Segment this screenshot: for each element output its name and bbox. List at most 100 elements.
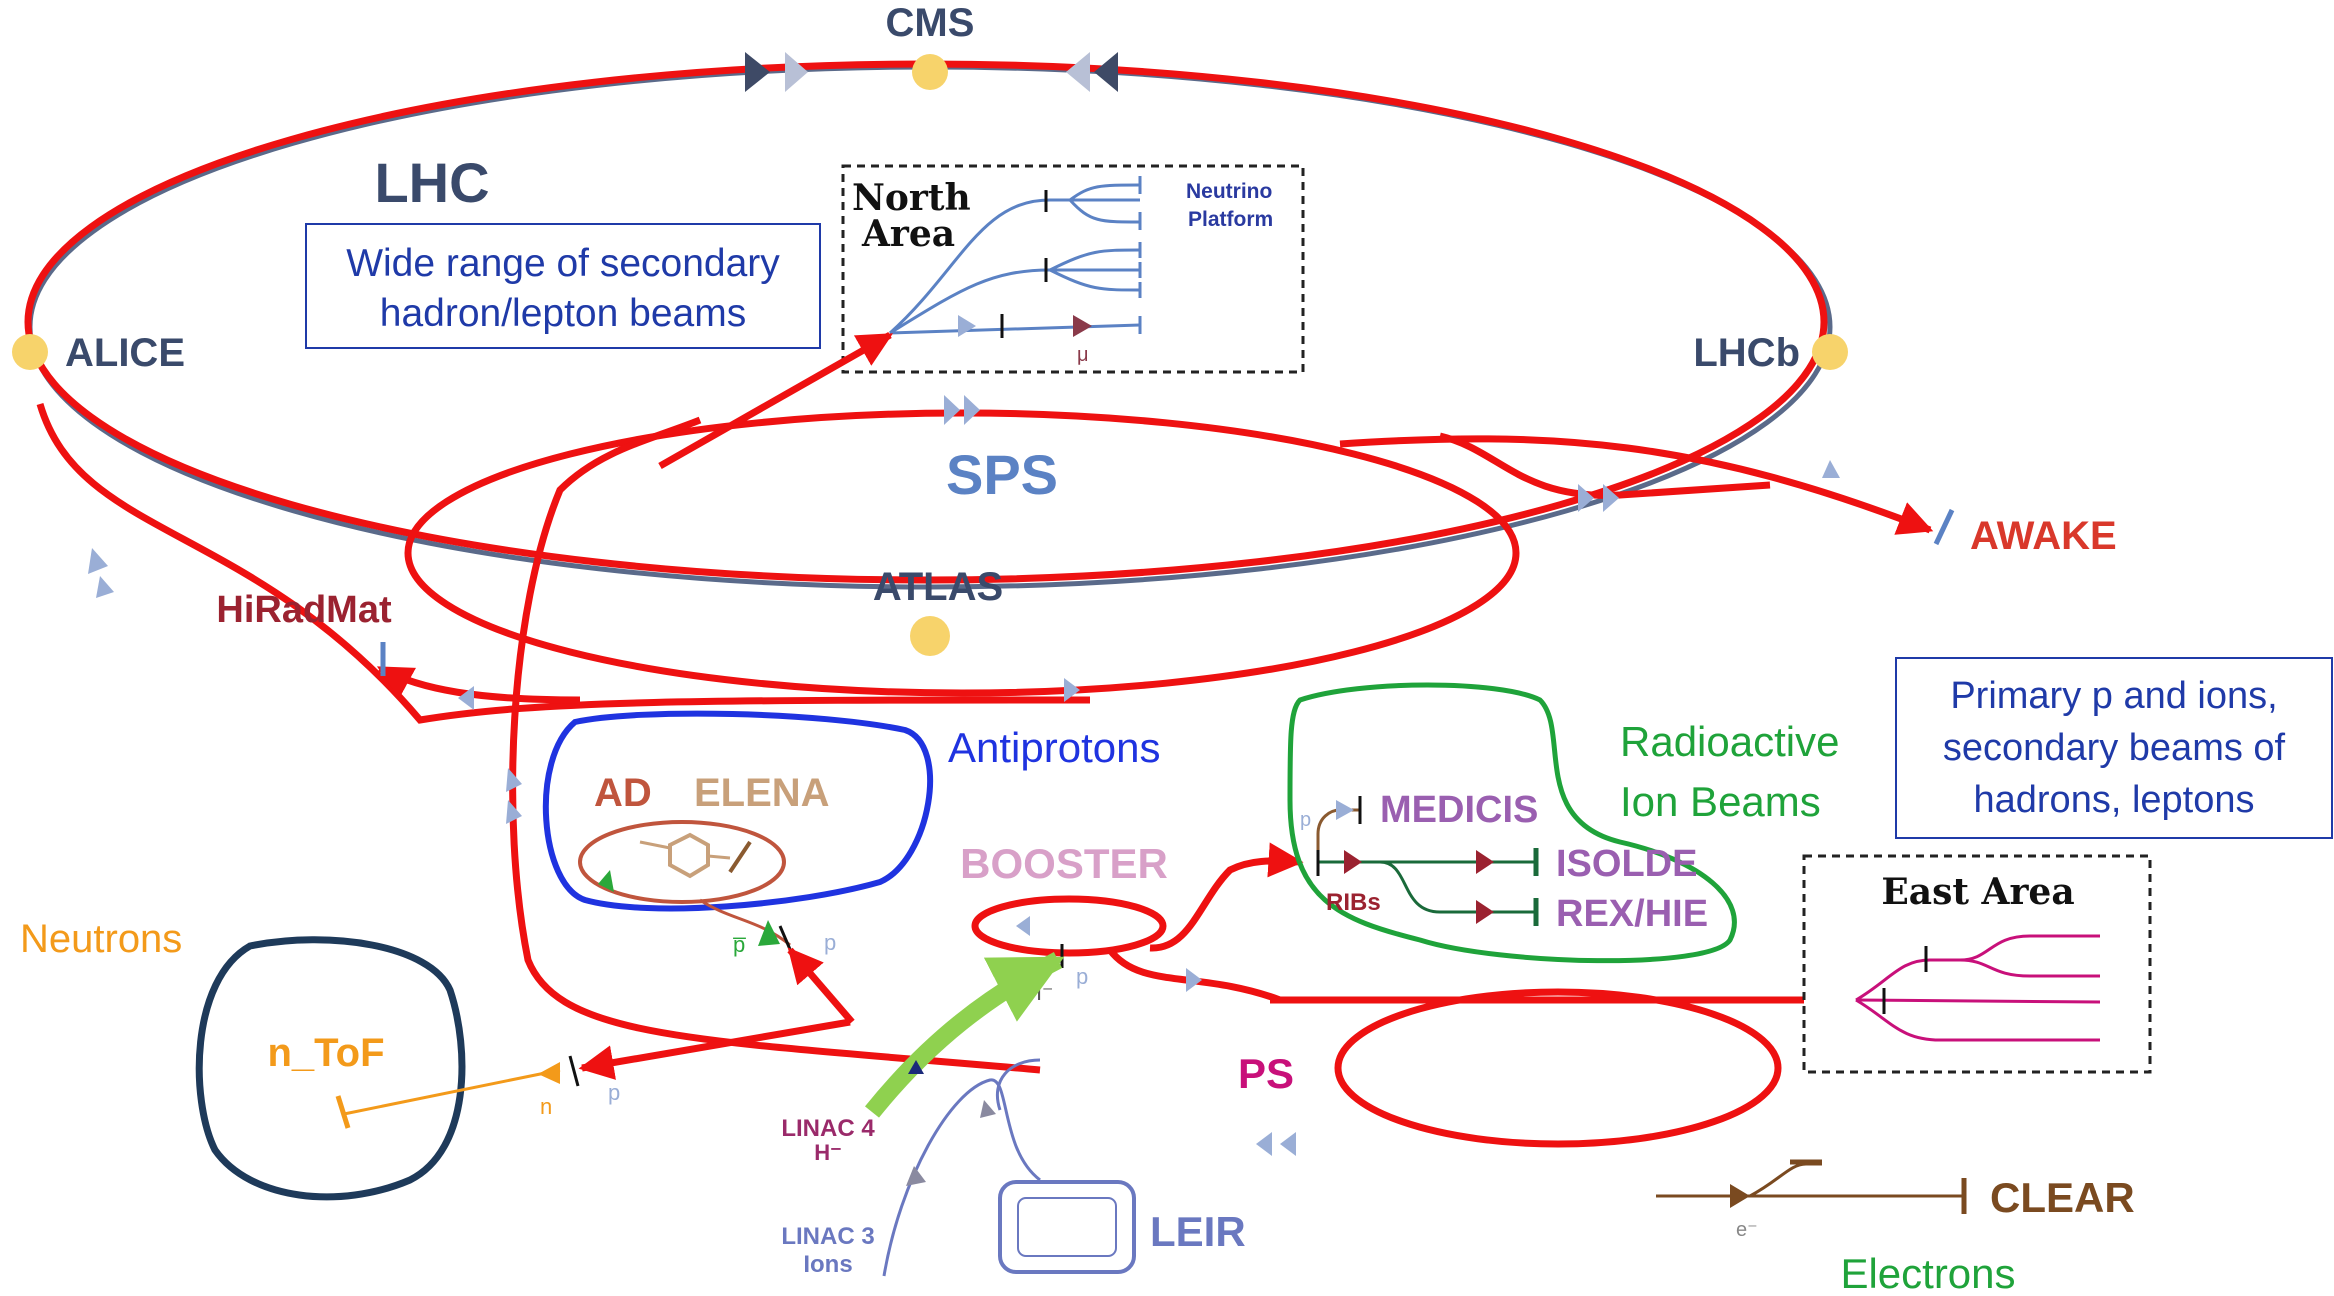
primary-box-line3: hadrons, leptons: [1974, 779, 2255, 821]
lhc-direction-arrow: [1094, 52, 1118, 92]
east-area-box: East Area: [1802, 854, 2152, 1074]
antiproton-line: [699, 898, 791, 947]
rex-hie-label: REX/HIE: [1556, 893, 1708, 935]
ps-to-sps-beam: [509, 416, 1041, 1074]
east-area-beamlines: [1855, 934, 2101, 1042]
secondary-beams-box: Wide range of secondary hadron/lepton be…: [305, 223, 821, 349]
north-area-line2: Area: [861, 213, 955, 255]
booster-direction-arrow: [1016, 916, 1030, 936]
muon-arrow: [1073, 315, 1092, 337]
ntof-stop: [335, 1095, 351, 1129]
linac4-beam: [864, 951, 1065, 1118]
hiradmat-label: HiRadMat: [216, 589, 392, 631]
clear-group: e⁻ CLEAR: [1656, 1159, 2135, 1241]
linac3-direction-arrow: [980, 1100, 996, 1118]
transfer-direction-arrow: [1822, 460, 1840, 478]
elena-extraction: [728, 840, 752, 874]
ad-injection-arrow: [598, 870, 614, 892]
secondary-box-line1: Wide range of secondary: [346, 242, 780, 285]
linac4-marker: [908, 1060, 924, 1074]
transfer-direction-arrow: [1064, 678, 1080, 702]
primary-beams-box: Primary p and ions, secondary beams of h…: [1895, 657, 2333, 839]
antiprotons-region: [542, 710, 934, 912]
sps-to-north-area-beam: [658, 331, 894, 470]
secondary-box-line2: hadron/lepton beams: [380, 292, 746, 335]
antiprotons-label: Antiprotons: [948, 724, 1160, 771]
awake-label: AWAKE: [1970, 514, 2117, 558]
east-area-label: East Area: [1881, 871, 2074, 913]
linac3-beam: [882, 1078, 1041, 1277]
n-label: n: [540, 1094, 552, 1119]
alice-label: ALICE: [65, 331, 185, 375]
lhc-direction-arrow: [1066, 52, 1090, 92]
neutrino-platform-line2: Platform: [1188, 208, 1273, 231]
north-area-beamlines: [888, 183, 1141, 335]
transfer-direction-arrow: [506, 800, 522, 824]
rib-arrow: [1476, 850, 1494, 874]
linac4-label-line2: H⁻: [814, 1140, 842, 1165]
electrons-label: Electrons: [1840, 1250, 2015, 1296]
leir-label: LEIR: [1150, 1208, 1246, 1255]
p-label-medicis: p: [1300, 809, 1311, 831]
antiproton-arrow: [758, 920, 780, 946]
sps-direction-arrow: [944, 395, 960, 425]
pbar-label: p̅: [732, 932, 746, 957]
ps-direction-arrow: [1256, 1132, 1272, 1156]
electron-arrow: [1730, 1184, 1750, 1208]
eminus-label: e⁻: [1736, 1219, 1758, 1241]
sps-to-awake-beam: [1339, 435, 1934, 535]
ntof-target: [568, 1055, 580, 1087]
elena-ring: [668, 832, 710, 879]
transfer-direction-arrow: [1603, 484, 1619, 512]
leir-group: LEIR LINAC 3 Ions: [781, 1058, 1246, 1278]
lhcb-label: LHCb: [1693, 331, 1800, 375]
ntof-flight-path: [343, 1068, 561, 1116]
neutrino-platform-line1: Neutrino: [1186, 180, 1272, 203]
sps-to-lhc-beam: [1439, 432, 1771, 499]
radioactive-label-line2: Ion Beams: [1620, 778, 1821, 825]
linac3-label-line2: Ions: [803, 1251, 852, 1278]
p-label-booster: p: [1076, 964, 1088, 989]
ps-direction-arrow: [1280, 1132, 1296, 1156]
rib-arrow: [1344, 850, 1362, 874]
radioactive-ion-beams-region: [1287, 682, 1737, 964]
lhc-direction-arrow: [785, 52, 808, 92]
ribs-label: RIBs: [1326, 889, 1381, 916]
ad-ring: [578, 820, 786, 904]
ad-label: AD: [594, 771, 652, 815]
lhc-label: LHC: [374, 151, 489, 214]
ps-label: PS: [1238, 1050, 1294, 1097]
ps-to-ntof-beam: [578, 1018, 851, 1080]
transfer-direction-arrow: [458, 686, 474, 710]
north-area-direction-arrow: [958, 315, 976, 337]
transfer-direction-arrow: [506, 768, 522, 792]
muon-label: μ: [1077, 344, 1089, 366]
booster-ring: [971, 895, 1167, 957]
booster-label: BOOSTER: [960, 840, 1168, 887]
lhcb-interaction-point: [1812, 334, 1848, 370]
leir-ring: [1017, 1197, 1117, 1257]
ps-ring: [1334, 988, 1782, 1148]
transfer-direction-arrow: [96, 576, 114, 598]
primary-box-line2: secondary beams of: [1943, 727, 2286, 769]
sps-to-hiradmat-beam: [376, 664, 581, 704]
clear-label: CLEAR: [1990, 1174, 2135, 1221]
rib-arrow: [1476, 900, 1494, 924]
atlas-interaction-point: [910, 616, 950, 656]
isolde-label: ISOLDE: [1556, 843, 1697, 885]
transfer-direction-arrow: [1186, 968, 1202, 992]
leir-box: [998, 1180, 1136, 1274]
isolde-beamlines: p: [1300, 796, 1539, 926]
transfer-direction-arrow: [1578, 484, 1594, 512]
linac3-label-line1: LINAC 3: [781, 1223, 874, 1250]
radioactive-label-line1: Radioactive: [1620, 718, 1839, 765]
cms-label: CMS: [886, 1, 975, 45]
sps-to-lhc-left-beam: [36, 403, 1091, 724]
atlas-label: ATLAS: [873, 565, 1003, 609]
sps-label: SPS: [946, 443, 1058, 506]
neutrons-label: Neutrons: [20, 917, 182, 961]
medicis-label: MEDICIS: [1380, 789, 1538, 831]
north-area-line1: North: [852, 177, 971, 219]
elena-label: ELENA: [694, 771, 830, 815]
